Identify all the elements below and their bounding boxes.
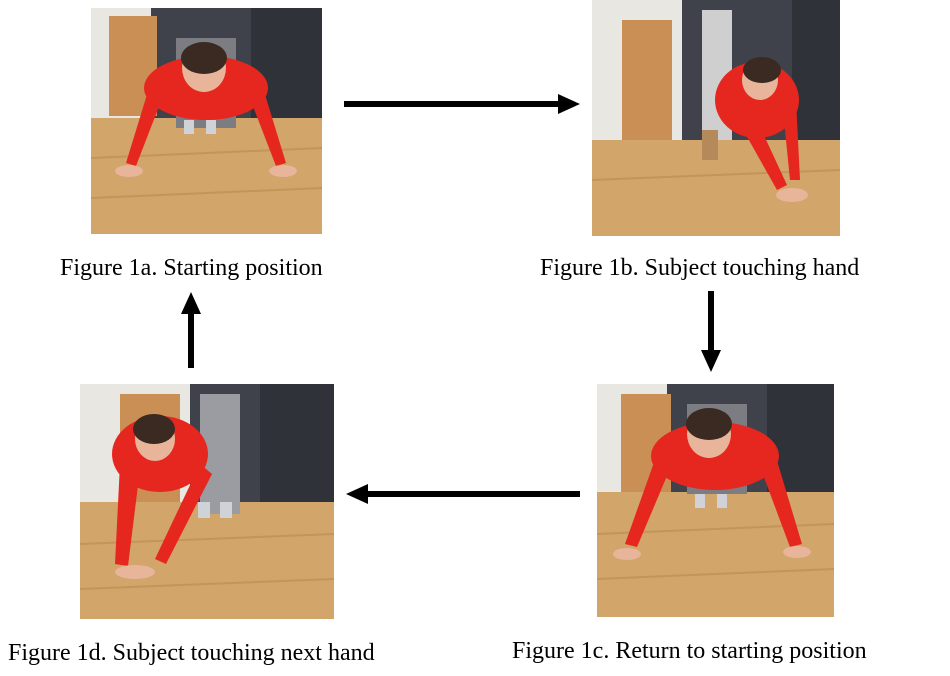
arrow-1b-to-1c — [701, 291, 721, 372]
caption-figure-1a: Figure 1a. Starting position — [60, 255, 323, 281]
caption-figure-1d: Figure 1d. Subject touching next hand — [8, 640, 375, 666]
photo-figure-1b — [592, 0, 840, 236]
caption-figure-1c: Figure 1c. Return to starting position — [512, 638, 867, 664]
arrow-1c-to-1d — [346, 484, 580, 504]
arrow-1d-to-1a — [181, 292, 201, 368]
photo-figure-1a — [91, 8, 322, 234]
caption-figure-1b: Figure 1b. Subject touching hand — [540, 255, 860, 281]
photo-figure-1c — [597, 384, 834, 617]
arrow-1a-to-1b — [344, 94, 580, 114]
photo-figure-1d — [80, 384, 334, 619]
